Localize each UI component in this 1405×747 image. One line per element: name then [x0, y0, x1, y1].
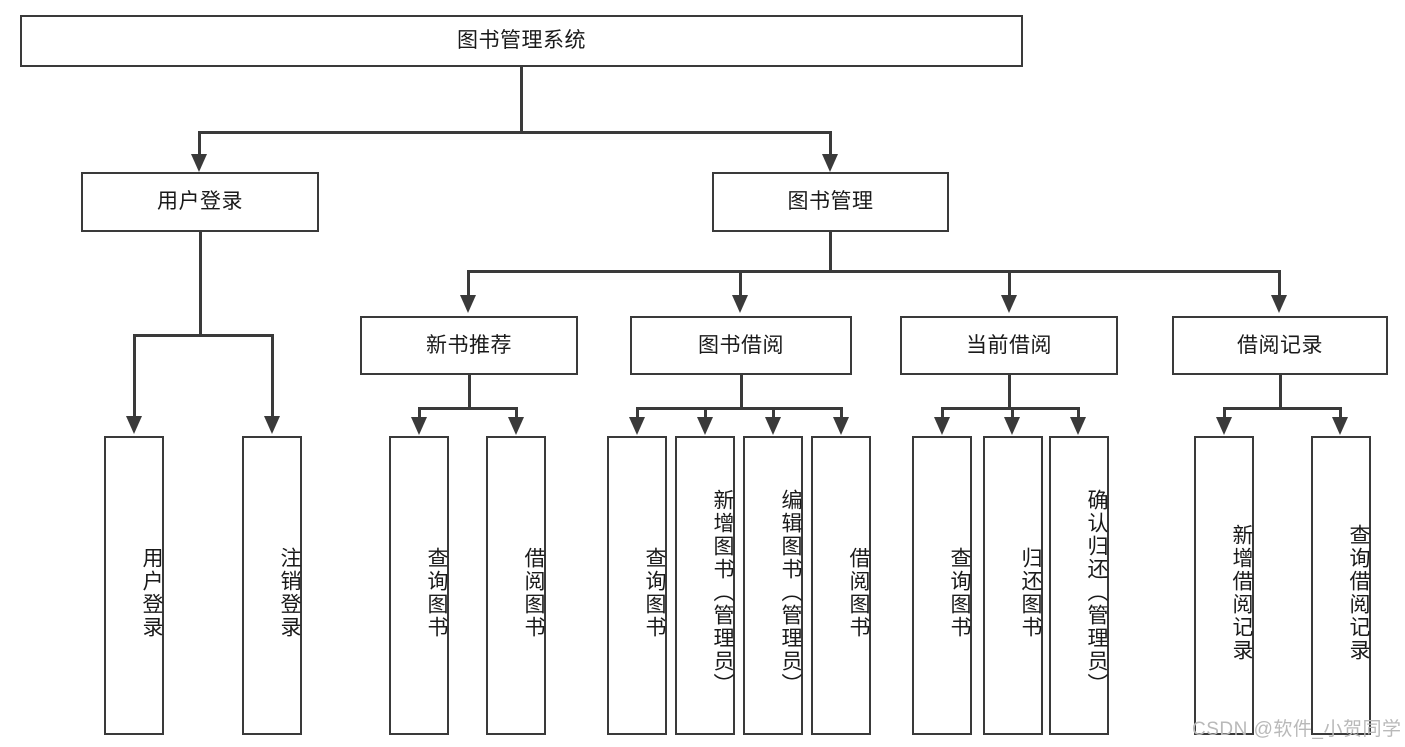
- arrow-current-borrow-leaf-3: [1070, 417, 1086, 435]
- node-user-login[interactable]: 用户登录: [81, 172, 319, 232]
- node-label: 图书管理: [787, 190, 874, 214]
- node-borrow-record[interactable]: 借阅记录: [1172, 316, 1388, 375]
- connector-borrow-record-bar: [1223, 407, 1341, 410]
- node-book-borrow[interactable]: 图书借阅: [630, 316, 852, 375]
- leaf-label: 借阅图书: [522, 546, 545, 639]
- node-label: 用户登录: [157, 190, 243, 214]
- connector-book-borrow-drop-4: [840, 407, 843, 419]
- connector-root-to-user-login: [198, 131, 201, 156]
- connector-root-to-book-mgmt: [829, 131, 832, 156]
- leaf-query-book-recommend[interactable]: 查询图书: [389, 436, 449, 735]
- arrow-to-book-mgmt: [822, 154, 838, 172]
- connector-book-mgmt-drop-3: [1008, 270, 1011, 296]
- arrow-to-user-login: [191, 154, 207, 172]
- leaf-borrow-book-recommend[interactable]: 借阅图书: [486, 436, 546, 735]
- node-label: 图书管理系统: [457, 29, 586, 53]
- leaf-label: 注销登录: [278, 546, 301, 639]
- leaf-label: 用户登录: [140, 546, 163, 639]
- leaf-query-book-current[interactable]: 查询图书: [912, 436, 972, 735]
- connector-borrow-record-drop-2: [1339, 407, 1342, 419]
- connector-book-borrow-drop-2: [704, 407, 707, 419]
- arrow-user-login-leaf-1: [126, 416, 142, 434]
- connector-current-borrow-bar: [941, 407, 1079, 410]
- connector-new-book-drop-1: [418, 407, 421, 419]
- leaf-user-login[interactable]: 用户登录: [104, 436, 164, 735]
- arrow-user-login-leaf-2: [264, 416, 280, 434]
- connector-new-book-drop-2: [515, 407, 518, 419]
- arrow-book-borrow-leaf-2: [697, 417, 713, 435]
- node-label: 当前借阅: [966, 333, 1052, 357]
- node-current-borrow[interactable]: 当前借阅: [900, 316, 1118, 375]
- arrow-to-new-book-recommend: [460, 295, 476, 313]
- node-label: 借阅记录: [1237, 333, 1323, 357]
- connector-borrow-record-stem: [1279, 375, 1282, 409]
- arrow-new-book-leaf-2: [508, 417, 524, 435]
- connector-book-borrow-drop-3: [772, 407, 775, 419]
- connector-book-mgmt-drop-1: [467, 270, 470, 296]
- leaf-confirm-return-admin[interactable]: 确认归还（管理员）: [1049, 436, 1109, 735]
- leaf-label: 归还图书: [1019, 546, 1042, 639]
- leaf-label: 编辑图书（管理员）: [779, 489, 802, 696]
- connector-book-mgmt-bar: [467, 270, 1281, 273]
- leaf-logout[interactable]: 注销登录: [242, 436, 302, 735]
- connector-current-borrow-stem: [1008, 375, 1011, 409]
- arrow-to-borrow-record: [1271, 295, 1287, 313]
- leaf-query-book-borrow[interactable]: 查询图书: [607, 436, 667, 735]
- node-new-book-recommend[interactable]: 新书推荐: [360, 316, 578, 375]
- connector-current-borrow-drop-3: [1077, 407, 1080, 419]
- leaf-edit-book-admin[interactable]: 编辑图书（管理员）: [743, 436, 803, 735]
- arrow-borrow-record-leaf-2: [1332, 417, 1348, 435]
- node-label: 新书推荐: [426, 333, 512, 357]
- connector-current-borrow-drop-1: [941, 407, 944, 419]
- arrow-current-borrow-leaf-2: [1004, 417, 1020, 435]
- arrow-book-borrow-leaf-4: [833, 417, 849, 435]
- connector-root-stem: [520, 67, 523, 131]
- arrow-current-borrow-leaf-1: [934, 417, 950, 435]
- connector-book-borrow-bar: [636, 407, 842, 410]
- connector-new-book-bar: [418, 407, 518, 410]
- arrow-new-book-leaf-1: [411, 417, 427, 435]
- connector-book-mgmt-drop-4: [1278, 270, 1281, 296]
- connector-current-borrow-drop-2: [1011, 407, 1014, 419]
- watermark-text: CSDN @软件_小贺同学: [1192, 719, 1402, 740]
- arrow-borrow-record-leaf-1: [1216, 417, 1232, 435]
- connector-new-book-stem: [468, 375, 471, 409]
- node-label: 图书借阅: [698, 333, 784, 357]
- node-root-system[interactable]: 图书管理系统: [20, 15, 1023, 67]
- leaf-query-borrow-record[interactable]: 查询借阅记录: [1311, 436, 1371, 735]
- leaf-add-book-admin[interactable]: 新增图书（管理员）: [675, 436, 735, 735]
- leaf-add-borrow-record[interactable]: 新增借阅记录: [1194, 436, 1254, 735]
- arrow-to-current-borrow: [1001, 295, 1017, 313]
- connector-book-borrow-stem: [740, 375, 743, 409]
- connector-borrow-record-drop-1: [1223, 407, 1226, 419]
- connector-user-login-stem: [199, 232, 202, 336]
- leaf-label: 借阅图书: [847, 546, 870, 639]
- arrow-to-book-borrow: [732, 295, 748, 313]
- connector-book-borrow-drop-1: [636, 407, 639, 419]
- leaf-return-book[interactable]: 归还图书: [983, 436, 1043, 735]
- leaf-label: 查询借阅记录: [1347, 523, 1370, 662]
- arrow-book-borrow-leaf-3: [765, 417, 781, 435]
- connector-book-mgmt-stem: [829, 232, 832, 272]
- node-book-management[interactable]: 图书管理: [712, 172, 949, 232]
- leaf-label: 查询图书: [643, 546, 666, 639]
- connector-user-login-bar: [133, 334, 273, 337]
- connector-book-mgmt-drop-2: [739, 270, 742, 296]
- connector-user-login-drop-1: [133, 334, 136, 416]
- leaf-label: 新增图书（管理员）: [711, 489, 734, 696]
- leaf-label: 新增借阅记录: [1230, 523, 1253, 662]
- leaf-label: 查询图书: [948, 546, 971, 639]
- connector-root-bar: [198, 131, 832, 134]
- arrow-book-borrow-leaf-1: [629, 417, 645, 435]
- connector-user-login-drop-2: [271, 334, 274, 416]
- leaf-label: 查询图书: [425, 546, 448, 639]
- leaf-borrow-book[interactable]: 借阅图书: [811, 436, 871, 735]
- leaf-label: 确认归还（管理员）: [1085, 489, 1108, 696]
